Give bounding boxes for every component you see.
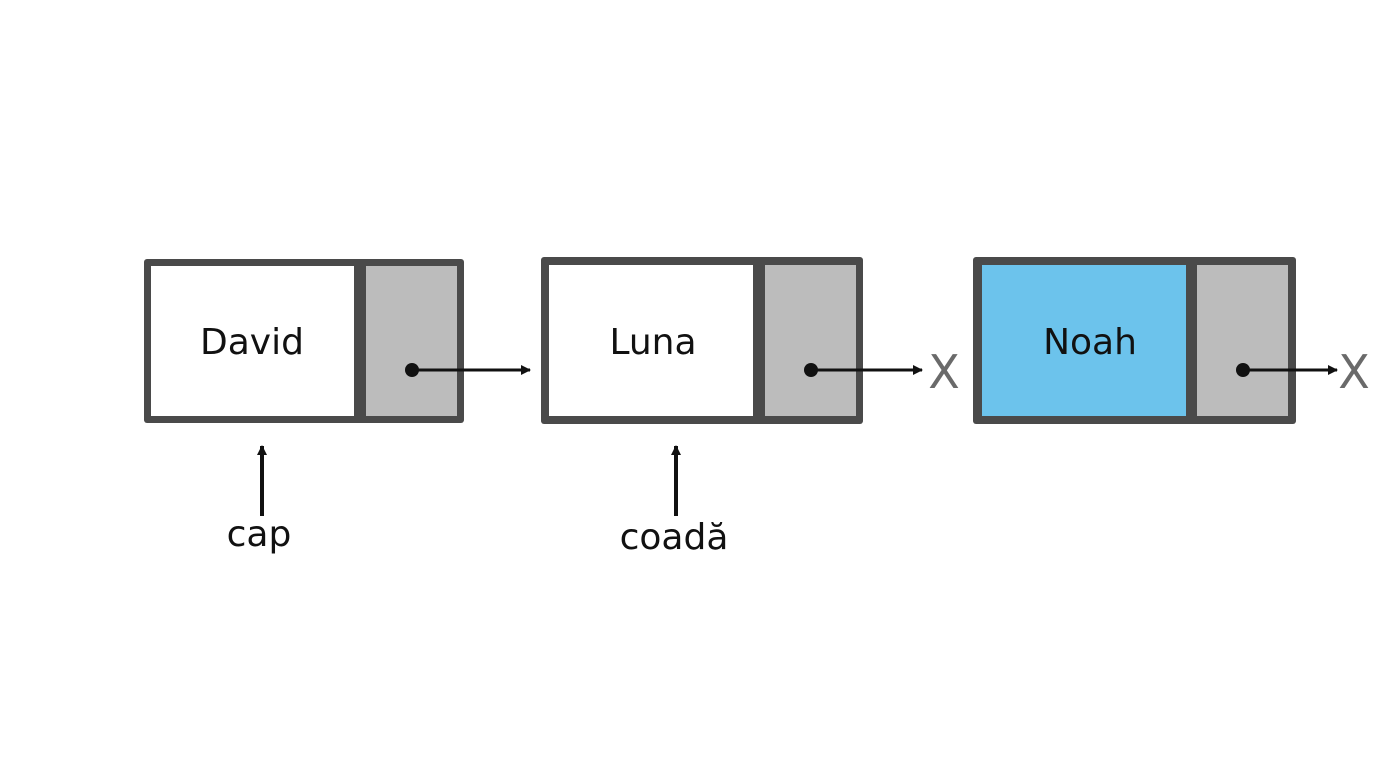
tail-pointer: coadă bbox=[620, 445, 729, 558]
node-next-cell bbox=[765, 265, 856, 416]
head-pointer: cap bbox=[227, 445, 292, 555]
node-label-david: David bbox=[200, 322, 304, 363]
null-mark: X bbox=[928, 345, 960, 399]
head-pointer-label: cap bbox=[227, 514, 292, 555]
list-node-luna: Luna X bbox=[541, 257, 960, 424]
node-label-luna: Luna bbox=[609, 322, 696, 363]
node-data-cell bbox=[151, 266, 354, 416]
node-data-cell bbox=[549, 265, 753, 416]
node-next-cell bbox=[366, 266, 457, 416]
node-data-cell-highlighted bbox=[982, 265, 1186, 416]
tail-pointer-label: coadă bbox=[620, 517, 729, 558]
list-node-david: David bbox=[144, 259, 531, 423]
node-label-noah: Noah bbox=[1043, 322, 1137, 363]
null-mark: X bbox=[1338, 345, 1370, 399]
list-node-noah: Noah X bbox=[973, 257, 1370, 424]
node-next-cell bbox=[1197, 265, 1288, 416]
